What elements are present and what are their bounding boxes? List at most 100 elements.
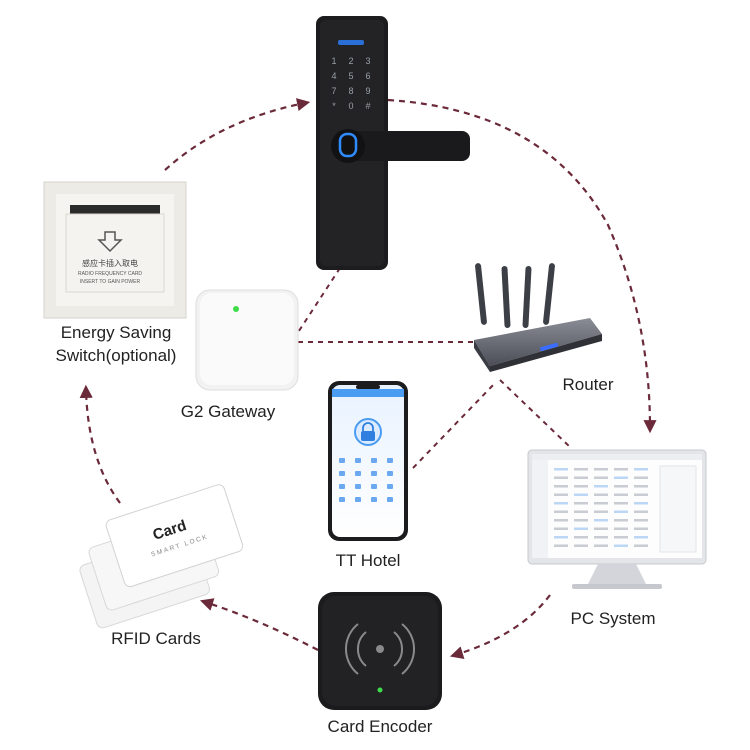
table-cell bbox=[594, 510, 608, 513]
table-cell bbox=[614, 527, 628, 530]
pc-system-label: PC System bbox=[570, 609, 656, 628]
encoder-center-icon bbox=[376, 645, 384, 653]
table-cell bbox=[634, 485, 648, 488]
encoder-led bbox=[377, 687, 383, 693]
table-cell bbox=[594, 536, 608, 539]
table-cell bbox=[614, 476, 628, 479]
app-icon bbox=[371, 471, 377, 476]
keypad-key: 9 bbox=[365, 86, 370, 96]
table-cell bbox=[554, 493, 568, 496]
table-cell bbox=[634, 536, 648, 539]
table-cell bbox=[614, 544, 628, 547]
app-icon bbox=[355, 458, 361, 463]
energy-switch-label-line2: Switch(optional) bbox=[55, 346, 177, 365]
table-cell bbox=[594, 468, 608, 471]
keypad-key: 4 bbox=[331, 71, 336, 81]
link-lines bbox=[294, 267, 571, 469]
link-phone-to-router bbox=[412, 381, 497, 469]
g2-gateway bbox=[195, 289, 299, 391]
keypad-key: 8 bbox=[348, 86, 353, 96]
table-cell bbox=[554, 468, 568, 471]
app-icon bbox=[355, 484, 361, 489]
table-cell bbox=[554, 502, 568, 505]
app-icon-grid bbox=[339, 458, 393, 502]
keypad-key: 5 bbox=[348, 71, 353, 81]
table-cell bbox=[634, 510, 648, 513]
table-cell bbox=[594, 544, 608, 547]
table-cell bbox=[614, 485, 628, 488]
padlock-icon bbox=[362, 422, 374, 431]
app-icon bbox=[387, 471, 393, 476]
fingerprint-sensor bbox=[338, 132, 358, 158]
table-cell bbox=[574, 468, 588, 471]
pc-monitor bbox=[527, 449, 707, 589]
table-cell bbox=[554, 476, 568, 479]
smartphone bbox=[328, 381, 408, 541]
down-arrow-icon bbox=[97, 231, 123, 253]
table-cell bbox=[554, 544, 568, 547]
table-cell bbox=[614, 519, 628, 522]
app-icon bbox=[387, 458, 393, 463]
table-cell bbox=[554, 510, 568, 513]
keypad-key: 1 bbox=[331, 56, 336, 66]
table-cell bbox=[574, 476, 588, 479]
table-cell bbox=[634, 502, 648, 505]
table-cell bbox=[554, 485, 568, 488]
keypad-key: 3 bbox=[365, 56, 370, 66]
table-cell bbox=[594, 493, 608, 496]
gateway-led bbox=[233, 306, 239, 312]
table-cell bbox=[574, 502, 588, 505]
keypad-key: 0 bbox=[348, 101, 353, 111]
plate-text-cn: 感应卡插入取电 bbox=[82, 258, 138, 268]
keypad-key: 6 bbox=[365, 71, 370, 81]
arrow-lock-to-pc bbox=[387, 98, 657, 434]
table-cell bbox=[634, 544, 648, 547]
app-icon bbox=[355, 471, 361, 476]
table-cell bbox=[574, 493, 588, 496]
table-cell bbox=[574, 519, 588, 522]
table-cell bbox=[614, 536, 628, 539]
plate-text-en2: INSERT TO GAIN POWER bbox=[80, 279, 141, 285]
table-cell bbox=[574, 544, 588, 547]
table-cell bbox=[574, 527, 588, 530]
table-cell bbox=[614, 510, 628, 513]
table-cell bbox=[554, 527, 568, 530]
plate-text-en1: RADIO FREQUENCY CARD bbox=[78, 271, 142, 277]
table-cell bbox=[594, 527, 608, 530]
app-icon bbox=[387, 484, 393, 489]
link-lock-to-gateway bbox=[294, 267, 341, 338]
table-grid bbox=[554, 468, 648, 547]
rfid-cards: SMART SMART Card SMART LOCK bbox=[79, 484, 244, 629]
lock-handle bbox=[338, 131, 470, 161]
energy-saving-switch: 感应卡插入取电 RADIO FREQUENCY CARD INSERT TO G… bbox=[43, 181, 187, 319]
table-cell bbox=[574, 485, 588, 488]
router-label: Router bbox=[562, 375, 614, 394]
arrow-switch-to-lock bbox=[164, 98, 311, 171]
keypad-key: 2 bbox=[348, 56, 353, 66]
table-cell bbox=[614, 493, 628, 496]
rfid-cards-label: RFID Cards bbox=[111, 629, 201, 648]
table-cell bbox=[634, 527, 648, 530]
keypad-key: 7 bbox=[331, 86, 336, 96]
arrow-encoder-to-cards bbox=[199, 598, 319, 651]
table-cell bbox=[594, 485, 608, 488]
arrow-pc-to-encoder bbox=[449, 594, 551, 659]
app-icon bbox=[371, 484, 377, 489]
table-cell bbox=[554, 519, 568, 522]
tt-hotel-label: TT Hotel bbox=[335, 551, 401, 570]
keypad-key: * bbox=[332, 101, 336, 111]
link-router-to-pc bbox=[499, 379, 571, 448]
table-cell bbox=[614, 468, 628, 471]
app-icon bbox=[371, 497, 377, 502]
table-cell bbox=[594, 519, 608, 522]
card-encoder bbox=[318, 592, 442, 710]
table-cell bbox=[574, 536, 588, 539]
table-cell bbox=[554, 536, 568, 539]
app-icon bbox=[339, 458, 345, 463]
app-icon bbox=[339, 484, 345, 489]
table-cell bbox=[634, 493, 648, 496]
table-cell bbox=[574, 510, 588, 513]
